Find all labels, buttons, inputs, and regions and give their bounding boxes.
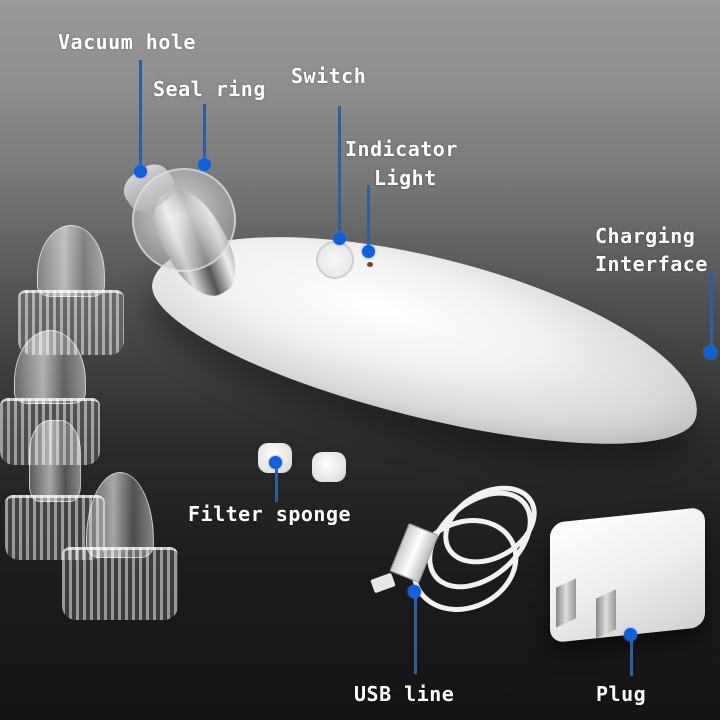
vacuum-hole-marker (134, 165, 147, 178)
micro-usb-plug (370, 572, 396, 594)
label-usb-line: USB line (354, 682, 455, 706)
plug-marker (624, 628, 637, 641)
label-charging-interface-1: Charging (595, 224, 696, 248)
switch-marker (333, 232, 346, 245)
wall-charger (550, 506, 705, 644)
seal-ring-marker (198, 158, 211, 171)
label-vacuum-hole: Vacuum hole (58, 30, 196, 54)
usb-line-leader (414, 592, 417, 674)
label-plug: Plug (596, 682, 647, 706)
filter-sponge-marker (269, 456, 282, 469)
indicator-light-leader (367, 185, 370, 247)
seal-ring-leader (203, 104, 206, 162)
label-switch: Switch (291, 64, 367, 88)
charging-interface-marker (704, 346, 717, 359)
suction-head-3 (5, 420, 105, 560)
power-switch-icon (316, 241, 354, 279)
label-seal-ring: Seal ring (153, 77, 266, 101)
switch-leader (338, 106, 341, 234)
suction-head-4 (62, 472, 178, 620)
filter-sponge-leader (275, 462, 278, 502)
indicator-light-marker (362, 245, 375, 258)
label-indicator-light-1: Indicator (345, 137, 458, 161)
indicator-light-icon (367, 262, 373, 267)
plug-leader (630, 636, 633, 676)
label-indicator-light-2: Light (374, 166, 437, 190)
filter-sponge-2 (312, 452, 346, 482)
charging-interface-leader (710, 272, 713, 350)
label-filter-sponge: Filter sponge (188, 502, 352, 526)
usb-line-marker (408, 585, 421, 598)
label-charging-interface-2: Interface (595, 252, 708, 276)
vacuum-hole-leader (139, 60, 142, 170)
